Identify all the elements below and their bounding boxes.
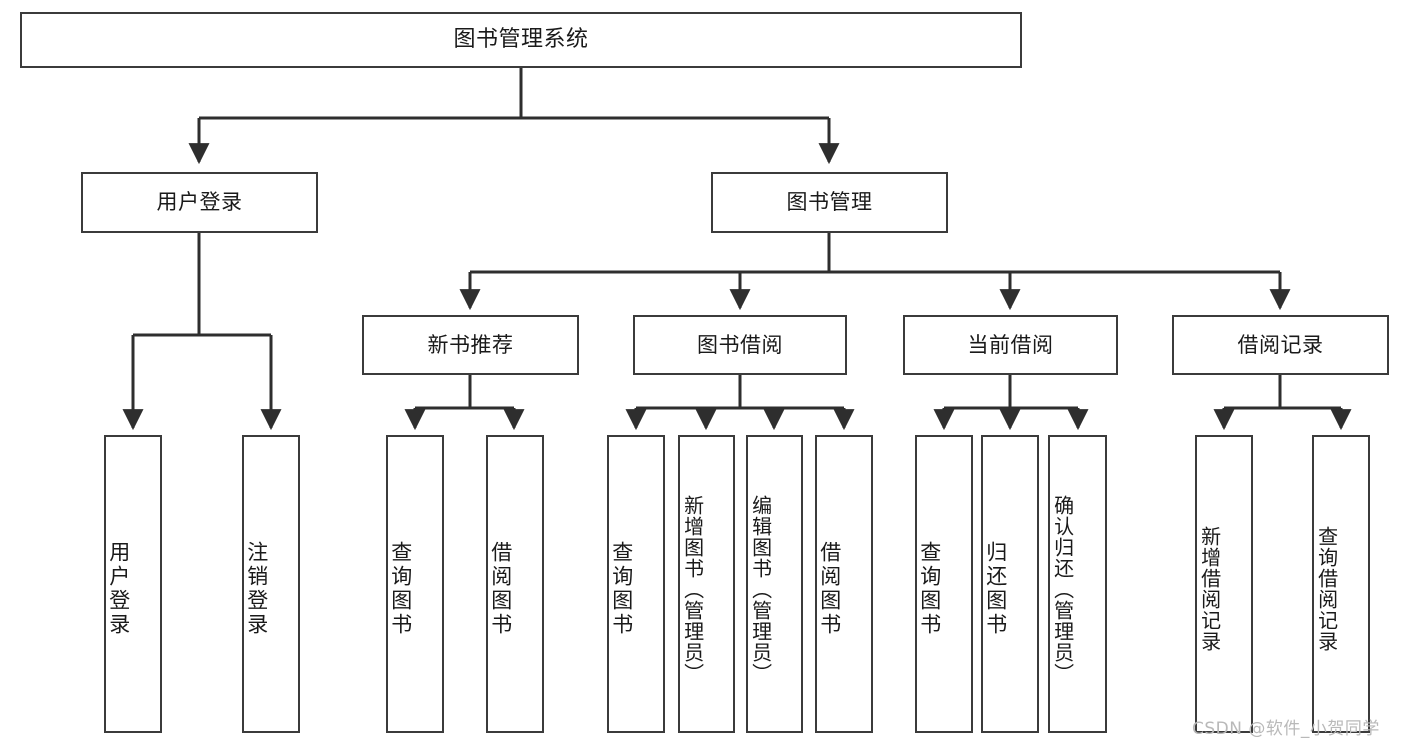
node-leaf-query-book-2[interactable]: 查询图书: [607, 435, 665, 733]
node-label: 注销登录: [244, 541, 269, 637]
node-label: 用户登录: [156, 190, 243, 215]
node-book-management-system[interactable]: 图书管理系统: [20, 12, 1022, 68]
node-borrow-record[interactable]: 借阅记录: [1172, 315, 1389, 375]
node-label: 查询图书: [388, 541, 413, 637]
node-label: 借阅记录: [1237, 332, 1324, 357]
node-leaf-query-book-1[interactable]: 查询图书: [386, 435, 444, 733]
node-leaf-add-book[interactable]: 新增图书（管理员）: [678, 435, 735, 733]
node-label: 新书推荐: [427, 332, 514, 357]
node-label: 用户登录: [106, 541, 131, 637]
node-label: 编辑图书（管理员）: [748, 494, 773, 684]
node-label: 查询图书: [917, 541, 942, 637]
node-label: 图书管理系统: [453, 27, 589, 53]
node-leaf-add-borrow-record[interactable]: 新增借阅记录: [1195, 435, 1253, 733]
node-user-login[interactable]: 用户登录: [81, 172, 318, 233]
node-new-book-recommend[interactable]: 新书推荐: [362, 315, 579, 375]
node-label: 查询图书: [609, 541, 634, 637]
node-label: 图书管理: [786, 190, 873, 215]
node-book-manage[interactable]: 图书管理: [711, 172, 948, 233]
node-leaf-borrow-book-2[interactable]: 借阅图书: [815, 435, 873, 733]
node-label: 确认归还（管理员）: [1050, 494, 1075, 684]
node-label: 当前借阅: [967, 332, 1054, 357]
node-label: 查询借阅记录: [1314, 526, 1339, 652]
csdn-watermark: CSDN @软件_小贺同学: [1192, 719, 1380, 739]
node-leaf-user-login[interactable]: 用户登录: [104, 435, 162, 733]
node-leaf-query-book-3[interactable]: 查询图书: [915, 435, 973, 733]
node-label: 借阅图书: [817, 541, 842, 637]
node-label: 借阅图书: [488, 541, 513, 637]
node-leaf-borrow-book-1[interactable]: 借阅图书: [486, 435, 544, 733]
node-leaf-query-borrow-record[interactable]: 查询借阅记录: [1312, 435, 1370, 733]
node-label: 新增图书（管理员）: [680, 494, 705, 684]
node-current-borrow[interactable]: 当前借阅: [903, 315, 1118, 375]
node-leaf-edit-book[interactable]: 编辑图书（管理员）: [746, 435, 803, 733]
node-label: 图书借阅: [697, 332, 783, 357]
node-leaf-confirm-return[interactable]: 确认归还（管理员）: [1048, 435, 1107, 733]
node-leaf-return-book[interactable]: 归还图书: [981, 435, 1039, 733]
node-book-borrow[interactable]: 图书借阅: [633, 315, 847, 375]
node-label: 新增借阅记录: [1197, 526, 1222, 652]
node-leaf-logout-login[interactable]: 注销登录: [242, 435, 300, 733]
node-label: 归还图书: [983, 541, 1008, 637]
